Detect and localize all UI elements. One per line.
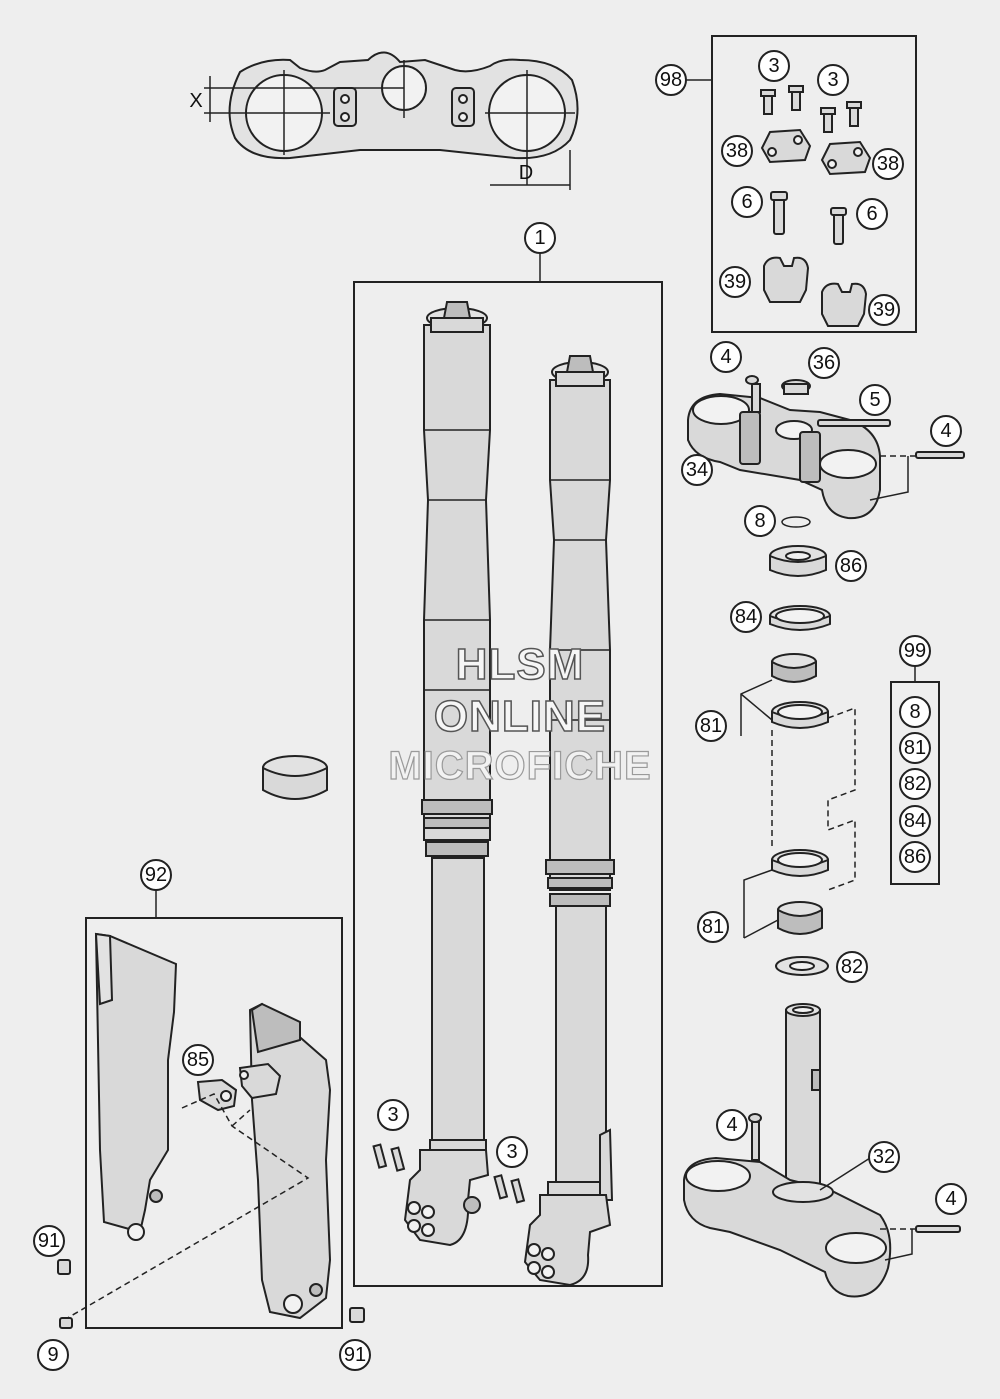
fork-box-1 — [353, 281, 663, 1287]
svg-text:1: 1 — [534, 227, 545, 249]
svg-text:3: 3 — [506, 1141, 517, 1163]
callout-92: 92 — [140, 859, 172, 891]
svg-text:3: 3 — [768, 55, 779, 77]
callout-9: 9 — [37, 1339, 69, 1371]
callout-3-fork-right: 3 — [496, 1136, 528, 1168]
callout-86: 86 — [835, 550, 867, 582]
svg-text:4: 4 — [940, 420, 951, 442]
callout-34: 34 — [681, 454, 713, 486]
callout-84: 84 — [730, 601, 762, 633]
left-fork-leg — [403, 301, 493, 1247]
svg-text:38: 38 — [726, 140, 748, 162]
svg-text:92: 92 — [145, 864, 167, 886]
svg-text:32: 32 — [873, 1146, 895, 1168]
svg-text:39: 39 — [873, 299, 895, 321]
callout-8: 8 — [744, 505, 776, 537]
watermark-line-1: HLSM — [455, 639, 585, 690]
dimension-d-label: D — [519, 162, 533, 184]
svg-text:8: 8 — [909, 701, 920, 723]
callout-4-lower-pin: 4 — [716, 1109, 748, 1141]
callout-1: 1 — [524, 222, 556, 254]
svg-text:39: 39 — [724, 271, 746, 293]
callout-5: 5 — [859, 384, 891, 416]
svg-text:84: 84 — [735, 606, 757, 628]
callout-6-left: 6 — [731, 186, 763, 218]
callout-99: 99 — [899, 635, 931, 667]
callout-91-left: 91 — [33, 1225, 65, 1257]
svg-text:81: 81 — [700, 715, 722, 737]
svg-text:6: 6 — [866, 203, 877, 225]
callout-82: 82 — [836, 951, 868, 983]
callout-81-upper: 81 — [695, 710, 727, 742]
svg-text:86: 86 — [840, 555, 862, 577]
svg-text:9: 9 — [47, 1344, 58, 1366]
callout-39-right: 39 — [868, 294, 900, 326]
callout-38-left: 38 — [721, 135, 753, 167]
svg-text:6: 6 — [741, 191, 752, 213]
callout-36: 36 — [808, 347, 840, 379]
svg-text:82: 82 — [841, 956, 863, 978]
callout-4-upper-bolt: 4 — [930, 415, 962, 447]
callout-38-right: 38 — [872, 148, 904, 180]
svg-text:4: 4 — [720, 346, 731, 368]
callout-4-upper-pin: 4 — [710, 341, 742, 373]
callout-3-kit-right: 3 — [817, 64, 849, 96]
callout-99-86: 86 — [899, 841, 931, 873]
right-fork-leg — [523, 355, 615, 1287]
svg-text:38: 38 — [877, 153, 899, 175]
svg-text:34: 34 — [686, 459, 708, 481]
callout-3-fork-left: 3 — [377, 1099, 409, 1131]
steering-bearings — [740, 516, 856, 976]
kit-98-parts — [760, 85, 872, 327]
fork-guard-box-92 — [85, 917, 343, 1329]
fork-guards — [57, 932, 365, 1329]
callout-99-82: 82 — [899, 768, 931, 800]
svg-text:98: 98 — [660, 69, 682, 91]
callout-99-8: 8 — [899, 696, 931, 728]
svg-text:8: 8 — [754, 510, 765, 532]
svg-text:4: 4 — [945, 1188, 956, 1210]
triple-clamp-dimension-view: X D — [189, 51, 579, 190]
svg-text:82: 82 — [904, 773, 926, 795]
svg-text:3: 3 — [387, 1104, 398, 1126]
callout-99-84: 84 — [899, 805, 931, 837]
callout-98: 98 — [655, 64, 687, 96]
callout-91-right: 91 — [339, 1339, 371, 1371]
svg-text:99: 99 — [904, 640, 926, 662]
loose-ring — [262, 755, 328, 800]
upper-triple-clamp — [687, 375, 965, 520]
callout-99-81: 81 — [899, 732, 931, 764]
svg-text:91: 91 — [344, 1344, 366, 1366]
axle-clamp-screws — [372, 1143, 526, 1204]
callout-85: 85 — [182, 1044, 214, 1076]
svg-text:85: 85 — [187, 1049, 209, 1071]
svg-text:5: 5 — [869, 389, 880, 411]
svg-text:36: 36 — [813, 352, 835, 374]
watermark-line-3: MICROFICHE — [388, 743, 652, 788]
svg-text:84: 84 — [904, 810, 926, 832]
callout-81-lower: 81 — [697, 911, 729, 943]
svg-text:3: 3 — [827, 69, 838, 91]
callout-3-kit-left: 3 — [758, 50, 790, 82]
lower-triple-clamp — [683, 1003, 961, 1298]
callout-32: 32 — [868, 1141, 900, 1173]
svg-text:4: 4 — [726, 1114, 737, 1136]
svg-text:91: 91 — [38, 1230, 60, 1252]
callout-6-right: 6 — [856, 198, 888, 230]
dimension-x-label: X — [189, 90, 202, 112]
callout-4-lower-bolt: 4 — [935, 1183, 967, 1215]
svg-text:81: 81 — [702, 916, 724, 938]
kit-box-98 — [711, 35, 917, 333]
svg-text:86: 86 — [904, 846, 926, 868]
svg-text:81: 81 — [904, 737, 926, 759]
watermark-line-2: ONLINE — [433, 691, 607, 742]
callout-39-left: 39 — [719, 266, 751, 298]
